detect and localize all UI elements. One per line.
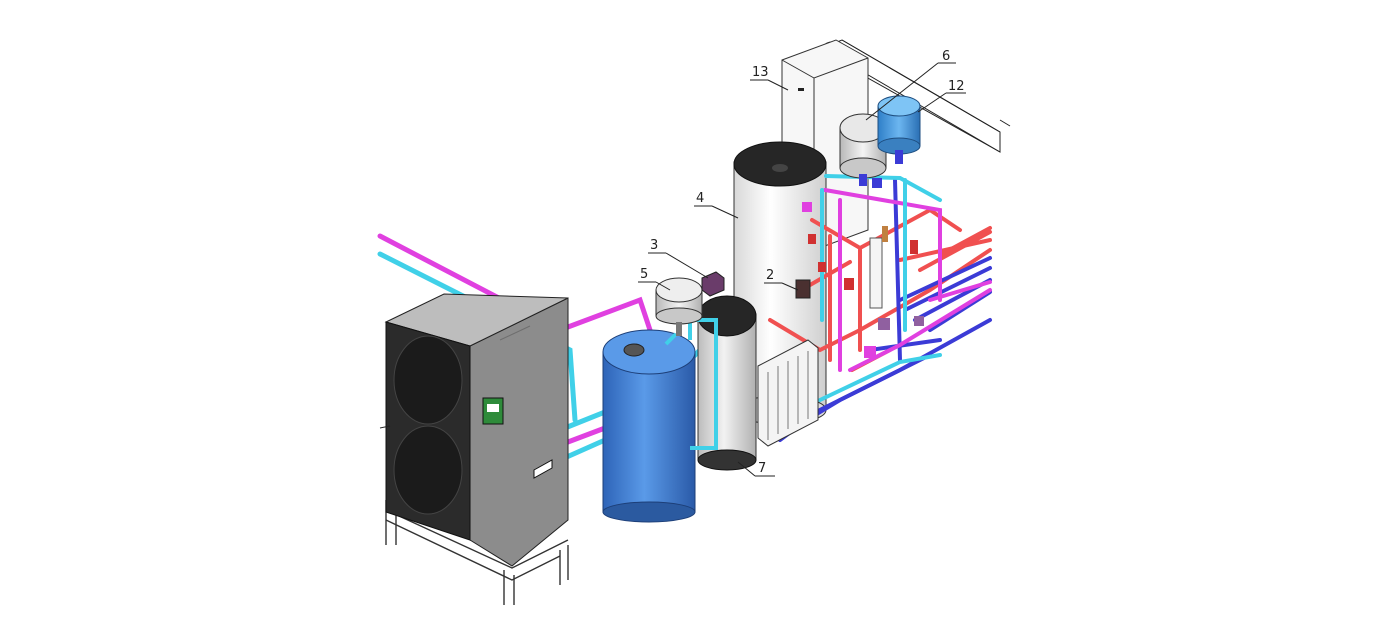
callout-6: 6 <box>865 49 956 121</box>
callout-4: 4 <box>694 191 739 219</box>
callout-7: 7 <box>737 461 775 477</box>
small-expansion-vessel <box>655 277 703 336</box>
callout-5-label: 5 <box>640 267 648 282</box>
expansion-vessel-blue <box>877 95 921 164</box>
callout-7-label: 7 <box>758 461 766 476</box>
callout-13-label: 13 <box>752 65 769 80</box>
cyan-loop <box>664 318 718 450</box>
callout-2-label: 2 <box>766 268 774 283</box>
callout-12-label: 12 <box>948 79 965 94</box>
cold-water-tank-blue <box>602 329 696 523</box>
buffer-tank-gray <box>697 295 757 471</box>
callout-5: 5 <box>638 267 671 291</box>
callout-3-label: 3 <box>650 238 658 253</box>
callout-unlabeled-heat-pump <box>379 425 391 429</box>
radiator-icon <box>757 339 819 447</box>
pipe-network <box>768 174 992 442</box>
callout-13: 13 <box>750 65 789 91</box>
callout-3: 3 <box>648 238 709 279</box>
valves <box>795 178 924 358</box>
callout-2: 2 <box>764 268 799 291</box>
callout-6-label: 6 <box>942 49 950 64</box>
callout-4-label: 4 <box>696 191 704 206</box>
control-module <box>701 271 725 297</box>
callout-12: 12 <box>917 79 966 113</box>
heat-pump-unit-icon <box>384 293 569 605</box>
